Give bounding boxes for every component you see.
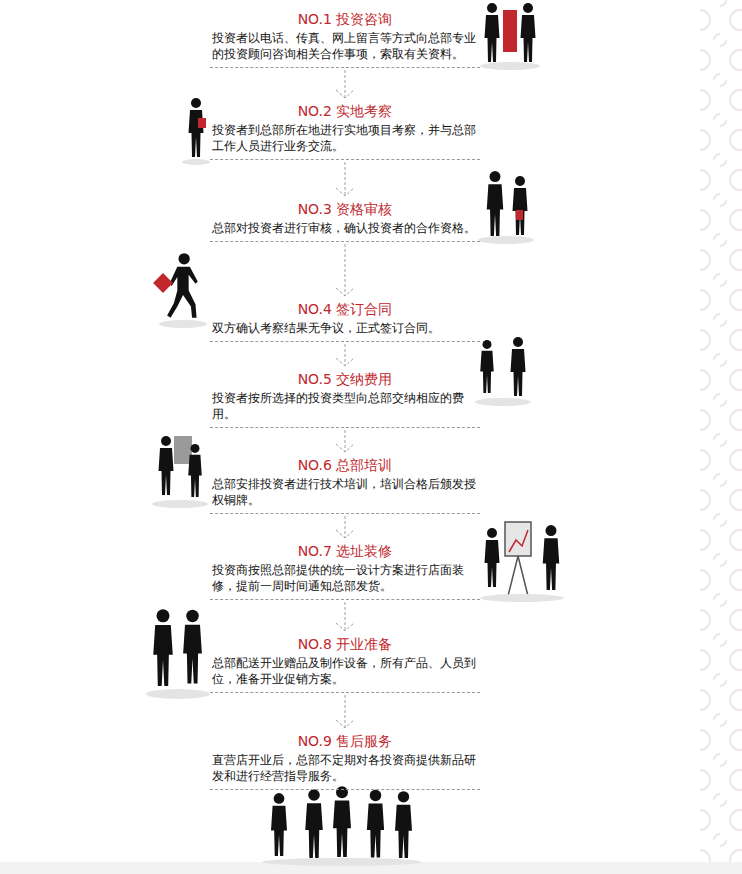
- step-description: 总部配送开业赠品及制作设备，所有产品、人员到位，准备开业促销方案。: [212, 655, 478, 687]
- flow-arrow: [336, 244, 354, 296]
- step-description: 直营店开业后，总部不定期对各投资商提供新品研发和进行经营指导服务。: [212, 752, 478, 784]
- step-heading: NO.8 开业准备: [212, 635, 478, 653]
- arrow-shaft: [345, 162, 346, 196]
- figures: [153, 3, 559, 858]
- arrow-head: [336, 90, 354, 98]
- step-box: NO.8 开业准备总部配送开业赠品及制作设备，所有产品、人员到位，准备开业促销方…: [210, 633, 480, 693]
- step-box: NO.5 交纳费用投资者按所选择的投资类型向总部交纳相应的费用。: [210, 368, 480, 428]
- flow-arrow: [336, 344, 354, 366]
- flow-arrow: [336, 162, 354, 196]
- step-description: 双方确认考察结果无争议，正式签订合同。: [212, 320, 478, 336]
- pattern-band: [700, 0, 742, 874]
- arrow-head: [336, 623, 354, 631]
- step-box: NO.7 选址装修投资商按照总部提供的统一设计方案进行店面装修，提前一周时间通知…: [210, 540, 480, 600]
- arrow-shaft: [345, 695, 346, 728]
- step-box: NO.2 实地考察投资者到总部所在地进行实地项目考察，并与总部工作人员进行业务交…: [210, 100, 480, 160]
- step-box: NO.6 总部培训总部安排投资者进行技术培训，培训合格后颁发授权铜牌。: [210, 454, 480, 514]
- arrow-shaft: [345, 244, 346, 296]
- step-box: NO.1 投资咨询投资者以电话、传真、网上留言等方式向总部专业的投资顾问咨询相关…: [210, 8, 480, 68]
- flow-arrow: [336, 70, 354, 98]
- step-heading: NO.7 选址装修: [212, 542, 478, 560]
- step-heading: NO.4 签订合同: [212, 300, 478, 318]
- step-heading: NO.9 售后服务: [212, 732, 478, 750]
- flow-arrow: [336, 430, 354, 452]
- arrow-head: [336, 444, 354, 452]
- step-box: NO.9 售后服务直营店开业后，总部不定期对各投资商提供新品研发和进行经营指导服…: [210, 730, 480, 790]
- step-heading: NO.5 交纳费用: [212, 370, 478, 388]
- step-description: 投资者以电话、传真、网上留言等方式向总部专业的投资顾问咨询相关合作事项，索取有关…: [212, 30, 478, 62]
- step-description: 投资商按照总部提供的统一设计方案进行店面装修，提前一周时间通知总部发货。: [212, 562, 478, 594]
- step-heading: NO.6 总部培训: [212, 456, 478, 474]
- arrow-head: [336, 288, 354, 296]
- step-description: 投资者到总部所在地进行实地项目考察，并与总部工作人员进行业务交流。: [212, 122, 478, 154]
- arrow-shaft: [345, 516, 346, 538]
- step-heading: NO.2 实地考察: [212, 102, 478, 120]
- step-box: NO.3 资格审核总部对投资者进行审核，确认投资者的合作资格。: [210, 198, 480, 242]
- arrow-shaft: [345, 430, 346, 452]
- step-description: 投资者按所选择的投资类型向总部交纳相应的费用。: [212, 390, 478, 422]
- arrow-head: [336, 358, 354, 366]
- step-heading: NO.3 资格审核: [212, 200, 478, 218]
- arrow-head: [336, 530, 354, 538]
- arrow-shaft: [345, 70, 346, 98]
- flow-arrow: [336, 516, 354, 538]
- flow-arrow: [336, 602, 354, 631]
- arrow-shaft: [345, 602, 346, 631]
- arrow-head: [336, 188, 354, 196]
- arrow-head: [336, 720, 354, 728]
- step-description: 总部对投资者进行审核，确认投资者的合作资格。: [212, 220, 478, 236]
- reflections: [146, 62, 564, 866]
- step-description: 总部安排投资者进行技术培训，培训合格后颁发授权铜牌。: [212, 476, 478, 508]
- flow-arrow: [336, 695, 354, 728]
- arrow-shaft: [345, 344, 346, 366]
- step-heading: NO.1 投资咨询: [212, 10, 478, 28]
- step-box: NO.4 签订合同双方确认考察结果无争议，正式签订合同。: [210, 298, 480, 342]
